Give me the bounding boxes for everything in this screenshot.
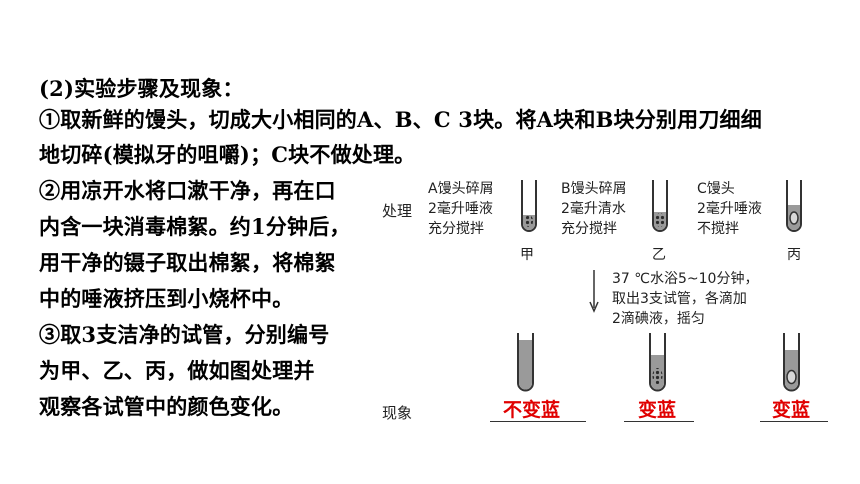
tube-b-bottom (649, 333, 666, 392)
step1-line2: 地切碎(模拟牙的咀嚼)；C块不做处理。 (39, 142, 416, 167)
bath-line1: 37 ℃水浴5~10分钟， (612, 271, 759, 287)
step2-line4: 中的唾液挤压到小烧杯中。 (39, 286, 294, 311)
answer-tube-c: 变蓝 (772, 399, 811, 421)
bread-chunk-icon (786, 369, 797, 385)
step3-line2: 为甲、乙、丙，做如图处理并 (39, 358, 315, 383)
tube-c-line2: 2毫升唾液 (697, 201, 762, 217)
treatment-label: 处理 (382, 202, 413, 220)
answer-underline-b (624, 421, 694, 422)
tube-b-line1: B馒头碎屑 (561, 181, 627, 197)
answer-underline-a (490, 421, 586, 422)
step2-line3: 用干净的镊子取出棉絮，将棉絮 (39, 250, 336, 275)
section-heading: (2)实验步骤及现象： (39, 76, 244, 101)
tube-b-top (652, 180, 668, 232)
tube-c-top (786, 180, 802, 232)
tube-b-line3: 充分搅拌 (561, 221, 617, 237)
step3-line3: 观察各试管中的颜色变化。 (39, 394, 294, 419)
phenomenon-label: 现象 (382, 404, 413, 422)
bath-line2: 取出3支试管，各滴加 (612, 291, 747, 307)
down-arrow-icon (589, 270, 599, 313)
tube-c-bottom (783, 333, 800, 392)
tube-b-name: 乙 (652, 247, 666, 263)
tube-a-top (521, 180, 537, 232)
step2-line1: ②用凉开水将口漱干净，再在口 (39, 178, 336, 203)
tube-a-line1: A馒头碎屑 (428, 181, 494, 197)
crumbs-icon (652, 368, 663, 384)
tube-c-line1: C馒头 (697, 181, 735, 197)
tube-c-line3: 不搅拌 (697, 221, 739, 237)
tube-a-line3: 充分搅拌 (428, 221, 484, 237)
step1-line1: ①取新鲜的馒头，切成大小相同的A、B、C 3块。将A块和B块分别用刀细细 (39, 107, 762, 132)
tube-c-name: 丙 (787, 247, 801, 263)
bread-chunk-icon (789, 211, 799, 225)
step2-line2: 内含一块消毒棉絮。约1分钟后， (39, 214, 351, 239)
answer-tube-a: 不变蓝 (503, 399, 561, 421)
crumbs-icon (525, 215, 533, 227)
tube-a-bottom (517, 333, 534, 392)
crumbs-icon (655, 213, 665, 227)
answer-tube-b: 变蓝 (638, 399, 677, 421)
tube-a-line2: 2毫升唾液 (428, 201, 493, 217)
tube-b-line2: 2毫升清水 (561, 201, 626, 217)
tube-a-name: 甲 (520, 247, 534, 263)
step3-line1: ③取3支洁净的试管，分别编号 (39, 322, 330, 347)
bath-line3: 2滴碘液，摇匀 (612, 311, 705, 327)
answer-underline-c (760, 421, 828, 422)
